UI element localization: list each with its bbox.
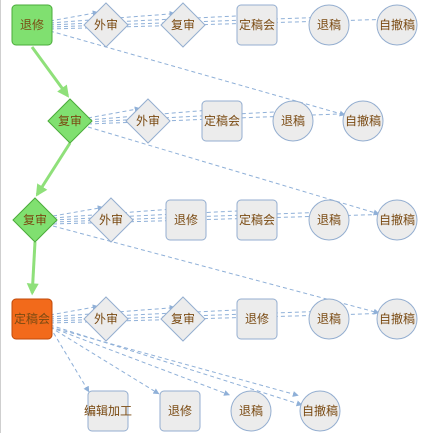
stage-3-option-3-node[interactable] (308, 298, 350, 340)
stage-1-option-0-node[interactable] (125, 98, 171, 144)
stage-3-option-2-label: 退修 (245, 311, 269, 326)
edge-stage-4-option-2 (49, 326, 230, 396)
stage-1-option-3-node[interactable] (342, 100, 384, 142)
edge-stage-1-option-2 (87, 108, 286, 123)
stage-2-option-1-node[interactable] (165, 199, 207, 241)
stage-1-label: 复审 (58, 113, 82, 128)
stage-2-option-0-label: 外审 (99, 212, 123, 227)
stage-3-label: 定稿会 (14, 311, 50, 326)
stage-2-label: 复审 (23, 212, 47, 227)
flow-arrow-1 (35, 142, 72, 197)
edge-stage-2-fanout (52, 225, 380, 315)
stage-3-option-3-label: 退稿 (317, 311, 341, 326)
stage-4-option-0-label: 编辑加工 (84, 403, 132, 418)
stage-4-option-0-node[interactable] (87, 390, 129, 432)
stage-4-option-2-node[interactable] (230, 390, 272, 432)
edge-stage-4-option-0 (49, 326, 90, 393)
edge-stage-1-option-0 (87, 106, 141, 119)
stage-2-node[interactable] (12, 197, 58, 243)
stage-2-option-0-node[interactable] (88, 197, 134, 243)
stage-2-option-3-label: 退稿 (317, 212, 341, 227)
flow-arrow-0 (30, 46, 70, 98)
stage-4-option-1-label: 退修 (168, 403, 192, 418)
stage-0-option-4-label: 自撤稿 (379, 17, 415, 32)
edge-stage-2-option-0 (52, 205, 104, 217)
stage-0-option-2-node[interactable] (236, 4, 278, 46)
stage-4-option-1-node[interactable] (159, 390, 201, 432)
stage-0-option-0-node[interactable] (83, 2, 129, 48)
stage-1-option-2-node[interactable] (272, 100, 314, 142)
stage-3-option-0-node[interactable] (83, 296, 129, 342)
edge-stage-4-option-3 (49, 326, 299, 397)
stage-1-option-3-label: 自撤稿 (345, 113, 381, 128)
edge-stage-2-option-2 (52, 207, 250, 221)
stage-2-option-2-node[interactable] (236, 199, 278, 241)
edge-stage-3-option-0 (49, 304, 99, 316)
stage-0-label: 退修 (20, 17, 44, 32)
stage-2-option-2-label: 定稿会 (239, 212, 275, 227)
stage-0-option-1-label: 复审 (171, 17, 195, 32)
stage-4-option-3-label: 自撤稿 (302, 403, 338, 418)
stage-0-node[interactable] (11, 4, 53, 46)
edge-stage-1-fanout (87, 126, 380, 216)
stage-0-option-3-label: 退稿 (317, 17, 341, 32)
stage-0-option-1-node[interactable] (160, 2, 206, 48)
edge-stage-4-option-1 (49, 326, 160, 395)
stage-2-option-1-label: 退修 (174, 212, 198, 227)
stage-4-option-2-label: 退稿 (239, 403, 263, 418)
stage-4-option-3-node[interactable] (299, 390, 341, 432)
stage-1-option-1-label: 定稿会 (204, 113, 240, 128)
stage-1-option-1-node[interactable] (201, 100, 243, 142)
stage-1-node[interactable] (47, 98, 93, 144)
stage-3-option-1-node[interactable] (160, 296, 206, 342)
left-border (0, 0, 1, 433)
edge-stage-0-option-2 (49, 12, 250, 26)
stage-2-option-4-label: 自撤稿 (379, 212, 415, 227)
stage-0-option-3-node[interactable] (308, 4, 350, 46)
stage-2-option-3-node[interactable] (308, 199, 350, 241)
stage-2-option-4-node[interactable] (376, 199, 418, 241)
edge-stage-0-option-0 (49, 10, 99, 22)
stage-0-option-0-label: 外审 (94, 17, 118, 32)
stage-1-option-2-label: 退稿 (281, 113, 305, 128)
stage-3-node[interactable] (11, 298, 53, 340)
stage-3-option-0-label: 外审 (94, 311, 118, 326)
stage-3-option-4-label: 自撤稿 (379, 311, 415, 326)
flow-arrow-2 (26, 241, 39, 296)
stage-0-option-4-node[interactable] (376, 4, 418, 46)
stage-0-option-2-label: 定稿会 (239, 17, 275, 32)
stage-3-option-1-label: 复审 (171, 311, 195, 326)
stage-3-option-2-node[interactable] (236, 298, 278, 340)
edge-stage-3-option-2 (49, 306, 250, 320)
stage-3-option-4-node[interactable] (376, 298, 418, 340)
stage-1-option-0-label: 外审 (136, 113, 160, 128)
